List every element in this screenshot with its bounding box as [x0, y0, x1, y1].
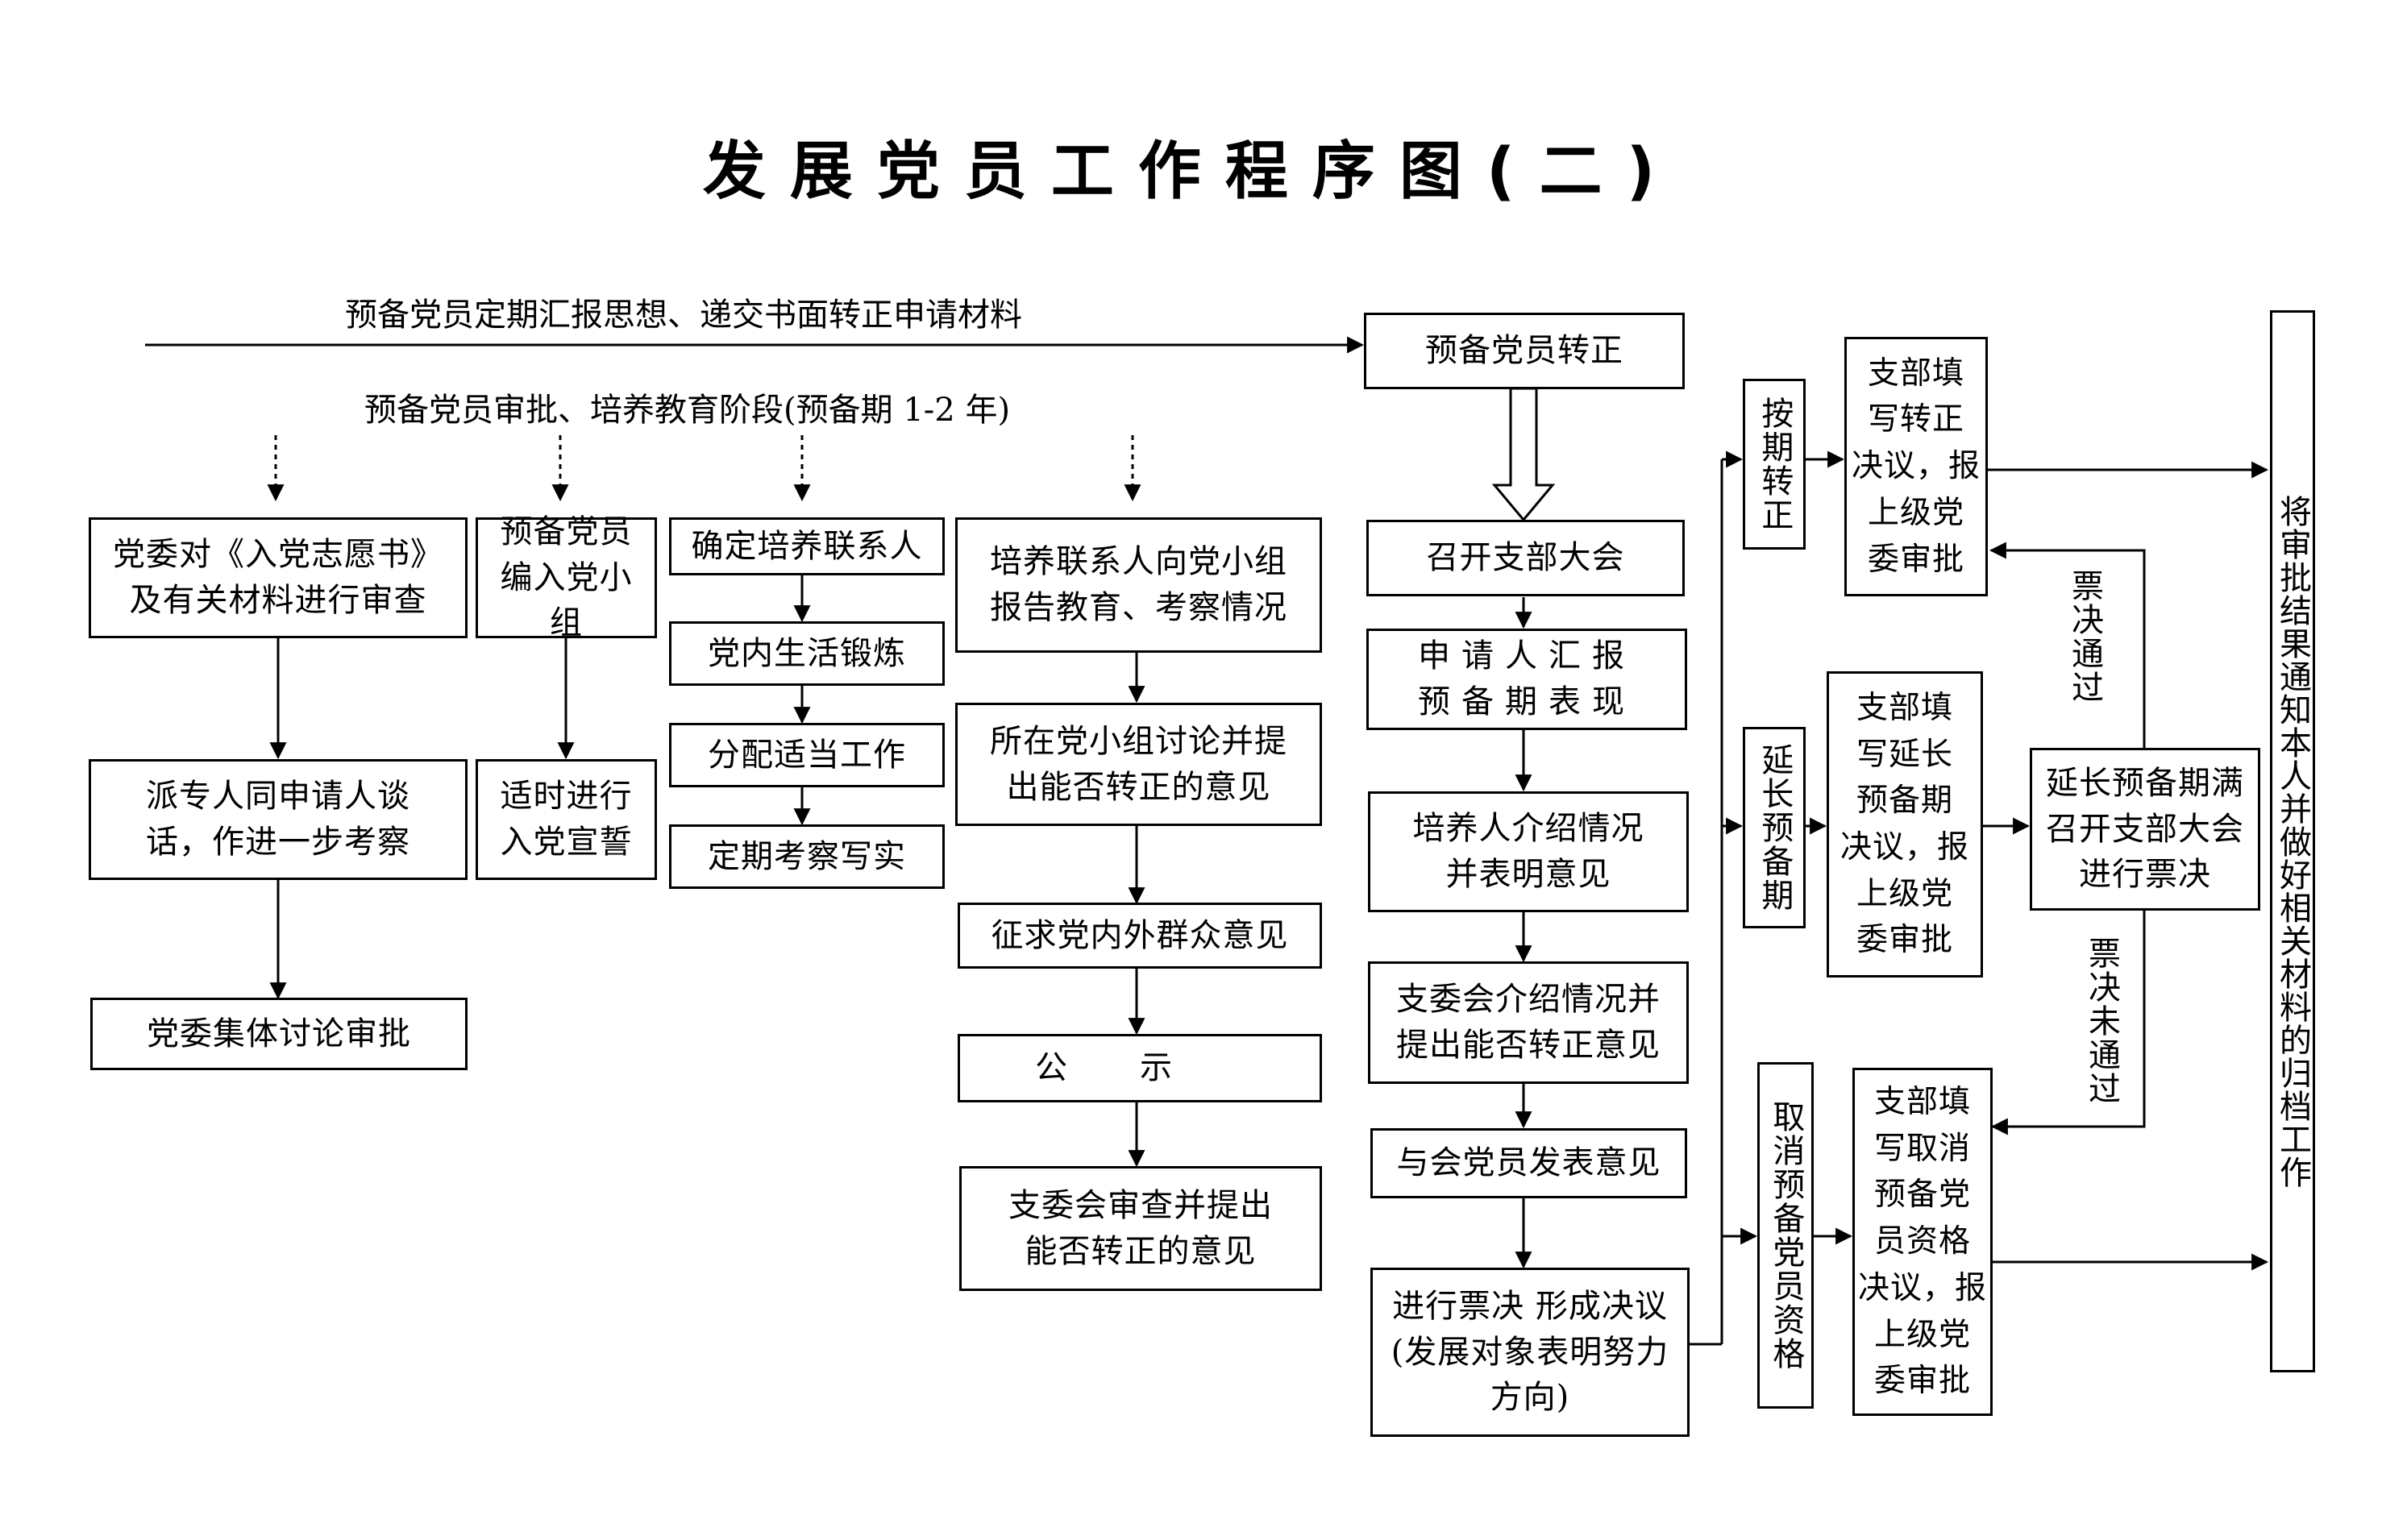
vote-fail-label: 票决未通过 [2083, 936, 2120, 1106]
final-archive-box: 将审批结果通知本人并做好相关材料的归档工作 [2270, 310, 2315, 1372]
party-committee-review-box: 党委对《入党志愿书》及有关材料进行审查 [89, 517, 468, 638]
vote-pass-label: 票决通过 [2066, 569, 2103, 704]
extend-vote-box: 延长预备期满召开支部大会进行票决 [2030, 748, 2260, 911]
mentor-introduce-box: 培养人介绍情况并表明意见 [1368, 791, 1689, 912]
branch-on-time-conversion: 按期转正 [1743, 379, 1806, 550]
hollow-down-arrow [1491, 387, 1556, 522]
special-talk-box: 派专人同申请人谈话，作进一步考察 [89, 759, 468, 880]
assign-work-box: 分配适当工作 [669, 723, 945, 787]
vote-resolution-box: 进行票决 形成决议(发展对象表明努力方向) [1370, 1268, 1690, 1437]
stage-label: 预备党员审批、培养教育阶段(预备期 1-2 年) [364, 392, 1011, 429]
branch-meeting-box: 召开支部大会 [1366, 520, 1685, 596]
result-conversion-box: 支部填写转正决议，报上级党委审批 [1844, 337, 1988, 596]
committee-introduce-box: 支委会介绍情况并提出能否转正意见 [1368, 961, 1689, 1084]
committee-collective-approval-box: 党委集体讨论审批 [90, 998, 468, 1070]
public-notice-box: 公示 [958, 1034, 1322, 1102]
branch-cancel-qualification: 取消预备党员资格 [1757, 1062, 1814, 1409]
applicant-report-box: 申请人汇报预备期表现 [1366, 629, 1687, 730]
branch-extend-probation: 延长预备期 [1743, 727, 1806, 928]
oath-box: 适时进行入党宣誓 [476, 759, 657, 880]
solicit-opinions-box: 征求党内外群众意见 [958, 903, 1322, 969]
mentor-report-box: 培养联系人向党小组报告教育、考察情况 [955, 517, 1322, 653]
result-cancel-box: 支部填写取消预备党员资格决议，报上级党委审批 [1852, 1068, 1993, 1416]
party-life-training-box: 党内生活锻炼 [669, 621, 945, 686]
assign-mentor-box: 确定培养联系人 [669, 517, 945, 575]
result-extend-box: 支部填写延长预备期决议，报上级党委审批 [1827, 671, 1983, 978]
page-title: 发展党员工作程序图(二) [702, 135, 1680, 208]
top-arrow-label: 预备党员定期汇报思想、递交书面转正申请材料 [345, 297, 1022, 334]
join-party-group-box: 预备党员编入党小组 [476, 513, 657, 641]
branch-committee-review-box: 支委会审查并提出能否转正的意见 [959, 1166, 1322, 1291]
periodic-inspection-box: 定期考察写实 [669, 824, 945, 889]
members-opinion-box: 与会党员发表意见 [1370, 1128, 1687, 1198]
probationary-conversion-box: 预备党员转正 [1364, 313, 1685, 389]
group-discussion-box: 所在党小组讨论并提出能否转正的意见 [955, 703, 1322, 826]
